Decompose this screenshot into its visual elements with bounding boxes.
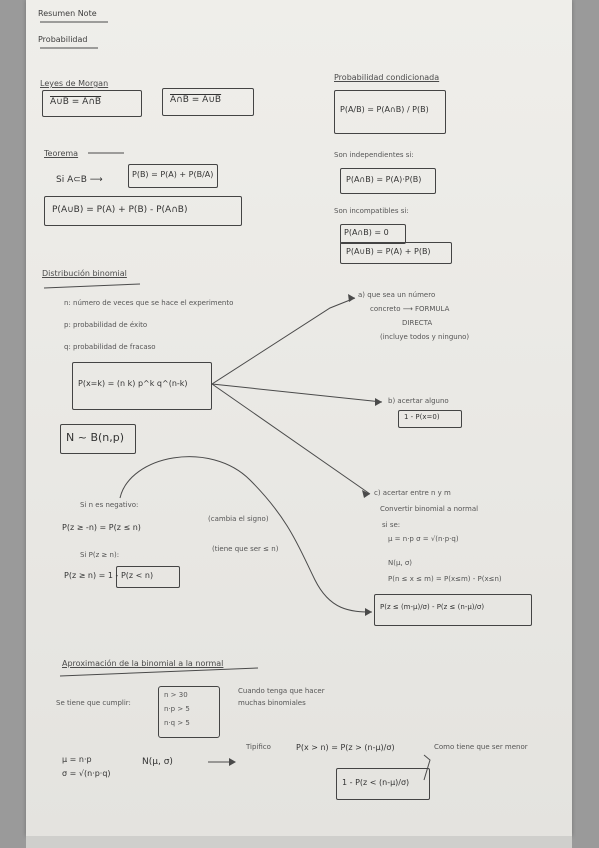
de-morgan-law2-box	[162, 88, 254, 116]
conditional-box	[334, 90, 446, 134]
binomial-notation: N ~ B(n,p)	[66, 431, 125, 444]
de-morgan-law2: A∩B = A∪B	[170, 95, 222, 105]
independent-box	[340, 168, 436, 194]
binomial-notation-box	[60, 424, 136, 454]
approx-cond3: n·q > 5	[164, 719, 190, 727]
case-a-line2: concreto ⟶ FORMULA	[370, 305, 450, 313]
page-bottom-edge	[26, 836, 572, 848]
case-b-title: b) acertar alguno	[388, 397, 449, 405]
theorem-heading: Teorema	[44, 149, 79, 158]
page-title: Resumen Note	[38, 9, 97, 18]
case-a-line3: DIRECTA	[402, 319, 433, 327]
approx-side-note-2: muchas binomiales	[238, 699, 306, 707]
negative-note1: (cambia el signo)	[208, 515, 269, 523]
approx-cond1: n > 30	[164, 691, 188, 699]
conditional-heading: Probabilidad condicionada	[334, 73, 440, 82]
notebook-page	[26, 0, 572, 836]
approx-heading: Aproximación de la binomial a la normal	[62, 659, 224, 668]
negative-note2: (tiene que ser ≤ n)	[212, 545, 279, 553]
de-morgan-law1-box	[42, 90, 142, 117]
negative-condition: Si P(z ≥ n):	[80, 551, 120, 559]
incompatible-formula2: P(A∪B) = P(A) + P(B)	[346, 247, 431, 256]
case-c-box	[374, 594, 532, 626]
approx-tipifico: Tipifico	[246, 743, 271, 751]
binomial-formula: P(x=k) = (n k) p^k q^(n-k)	[78, 379, 188, 388]
binomial-def-n: n: número de veces que se hace el experi…	[64, 299, 234, 307]
independent-formula: P(A∩B) = P(A)·P(B)	[346, 175, 422, 184]
binomial-formula-box	[72, 362, 212, 410]
union-formula-box	[44, 196, 242, 226]
case-b-box	[398, 410, 462, 428]
de-morgan-heading: Leyes de Morgan	[40, 79, 109, 88]
section-heading: Probabilidad	[38, 35, 88, 44]
incompatible-formula1: P(A∩B) = 0	[344, 228, 389, 237]
de-morgan-law1: A∪B = A∩B	[50, 97, 102, 107]
negative-formula1: P(z ≥ -n) = P(z ≤ n)	[62, 523, 141, 532]
independent-heading: Son independientes si:	[334, 151, 414, 159]
case-c-formula: P(z ≤ (m-μ)/σ) - P(z ≤ (n-μ)/σ)	[380, 603, 485, 611]
approx-tipifico-formula: P(x > n) = P(z > (n-μ)/σ)	[296, 743, 395, 752]
case-c-line2: Convertir binomial a normal	[380, 505, 479, 513]
union-formula: P(A∪B) = P(A) + P(B) - P(A∩B)	[52, 205, 188, 215]
subset-condition: Si A⊂B ⟶	[56, 175, 103, 185]
case-b-formula: 1 - P(x=0)	[404, 413, 440, 421]
case-a-title: a) que sea un número	[358, 291, 436, 299]
negative-formula2: P(z ≥ n) = 1 - P(z < n)	[64, 571, 154, 580]
approx-mu: μ = n·p	[62, 755, 92, 764]
subset-formula-box	[128, 164, 218, 188]
conditional-formula: P(A/B) = P(A∩B) / P(B)	[340, 105, 429, 114]
case-a-line4: (incluye todos y ninguno)	[380, 333, 470, 341]
negative-formula2-box	[116, 566, 180, 588]
approx-cond2: n·p > 5	[164, 705, 190, 713]
incompatible-box-2	[340, 242, 452, 264]
approx-side-note-1: Cuando tenga que hacer	[238, 687, 325, 695]
binomial-heading: Distribución binomial	[42, 269, 127, 278]
binomial-def-q: q: probabilidad de fracaso	[64, 343, 156, 351]
incompatible-box-1	[340, 224, 406, 244]
approx-conditions-box	[158, 686, 220, 738]
approx-normal: N(μ, σ)	[142, 757, 173, 767]
approx-condition-label: Se tiene que cumplir:	[56, 699, 131, 707]
case-c-line6: P(n ≤ x ≤ m) = P(x≤m) - P(x≤n)	[388, 575, 502, 583]
subset-formula: P(B) = P(A) + P(B/A)	[132, 170, 214, 179]
approx-final-box	[336, 768, 430, 800]
approx-final-formula: 1 - P(z < (n-μ)/σ)	[342, 778, 410, 787]
case-c-line3: si se:	[382, 521, 401, 529]
incompatible-heading: Son incompatibles si:	[334, 207, 409, 215]
case-c-line5: N(μ, σ)	[388, 559, 413, 567]
negative-heading: Si n es negativo:	[80, 501, 139, 509]
approx-sigma: σ = √(n·p·q)	[62, 769, 111, 778]
approx-note-menor: Como tiene que ser menor	[434, 743, 528, 751]
case-c-title: c) acertar entre n y m	[374, 489, 451, 497]
binomial-def-p: p: probabilidad de éxito	[64, 321, 148, 329]
case-c-line4: μ = n·p σ = √(n·p·q)	[388, 535, 459, 543]
